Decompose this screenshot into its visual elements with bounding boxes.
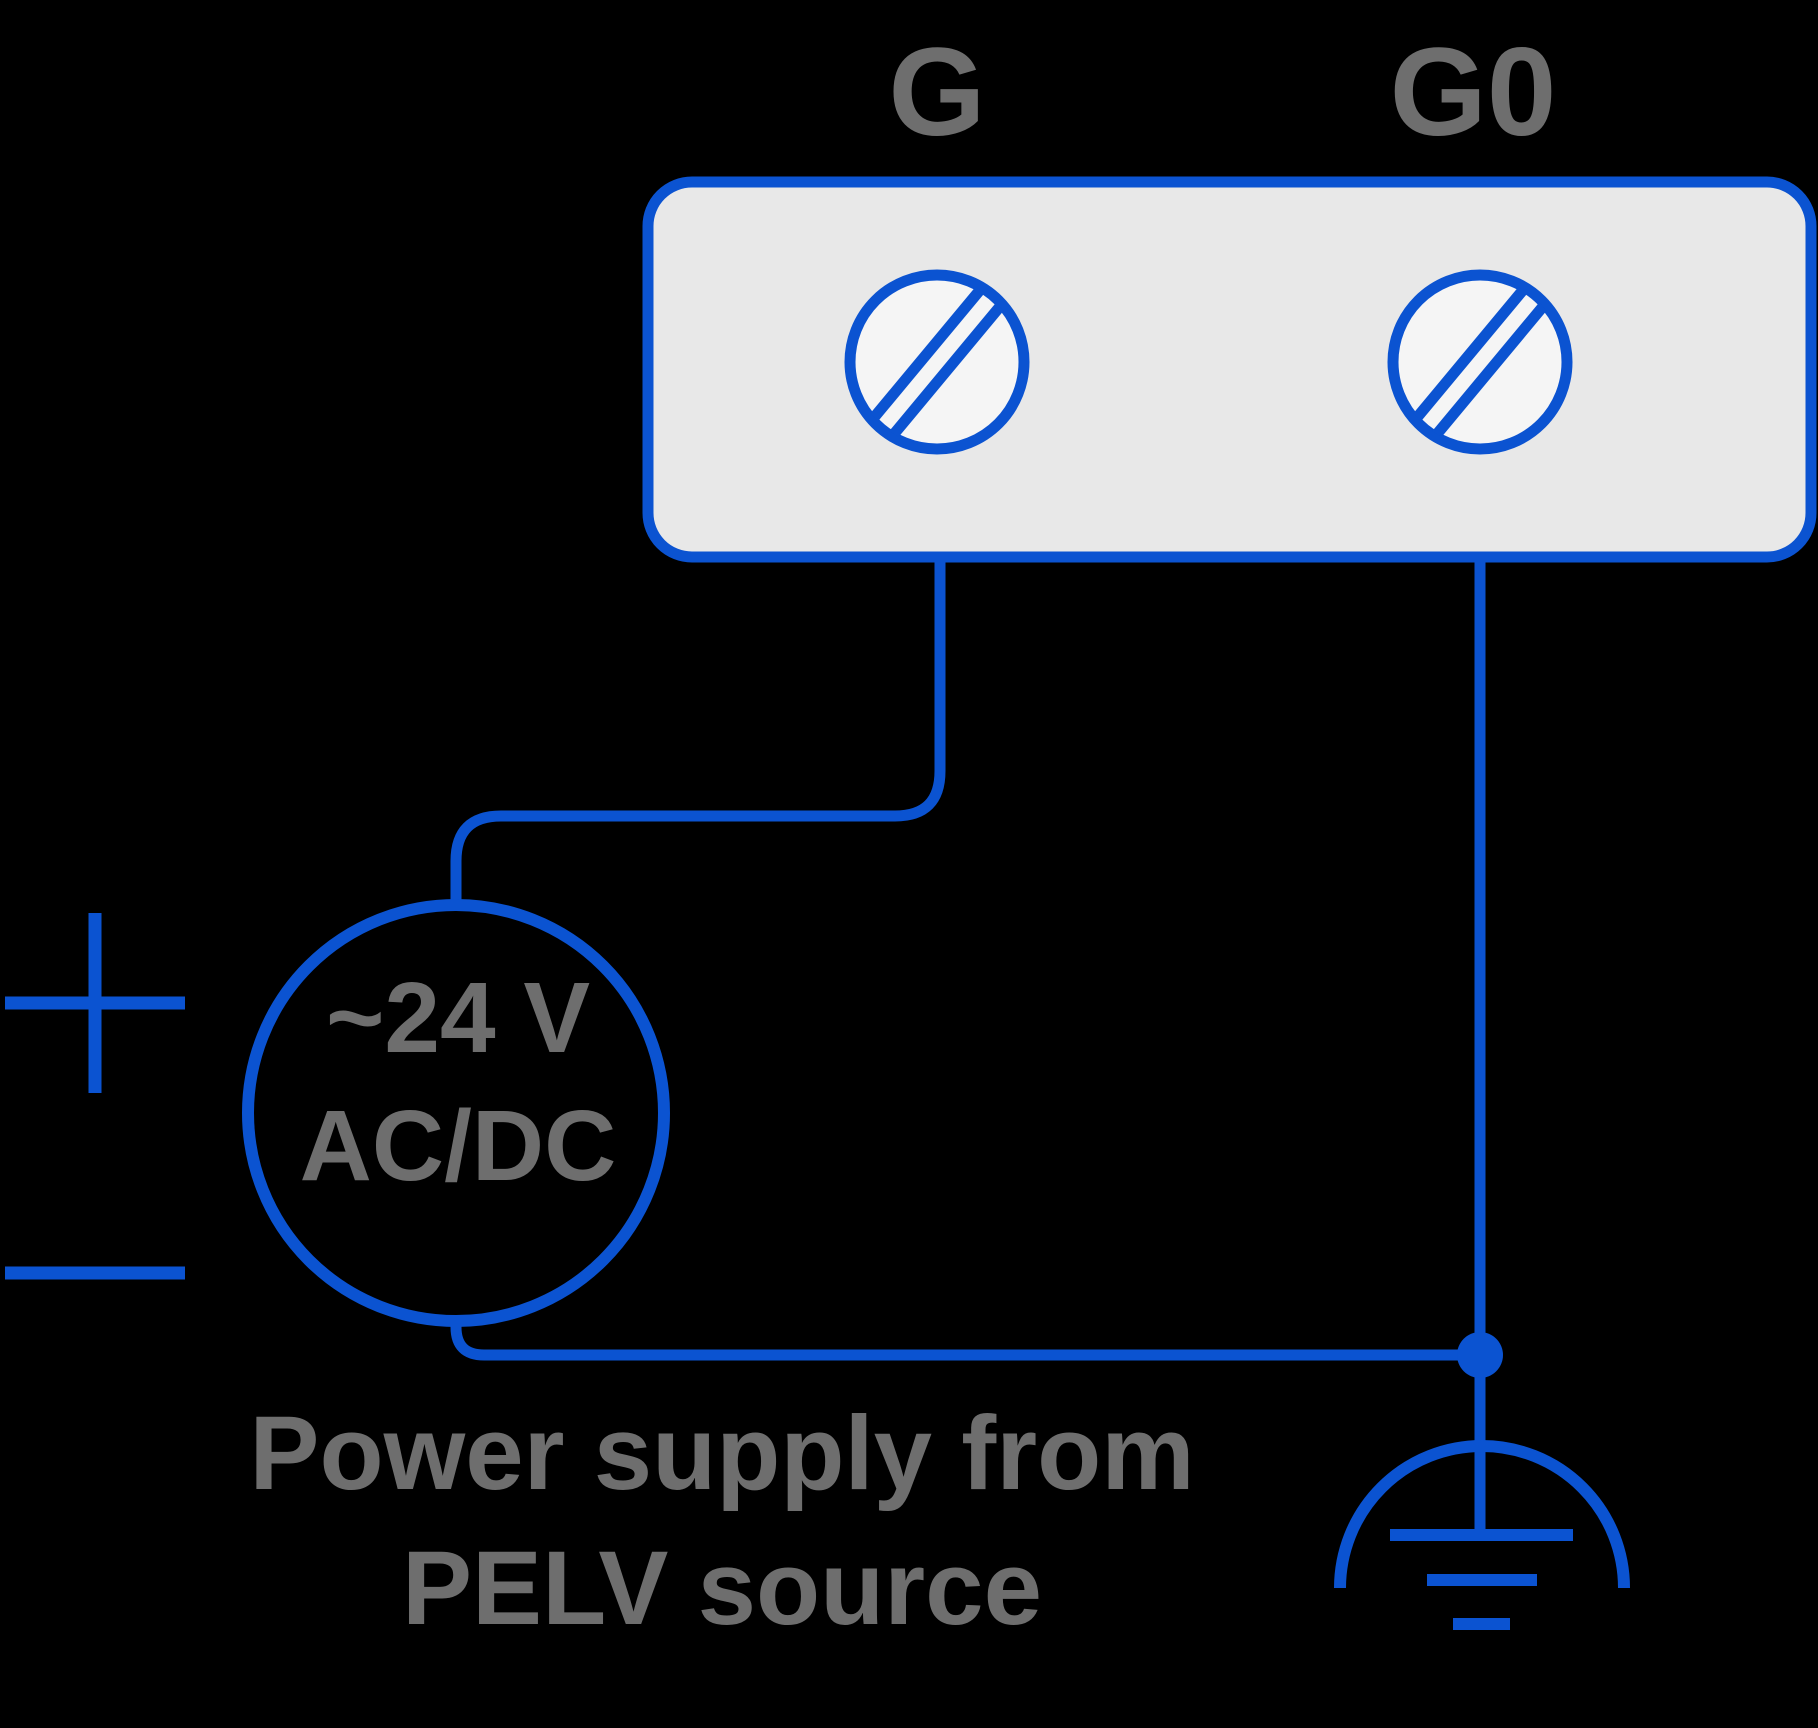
terminal-label-g0: G0: [1390, 23, 1557, 162]
terminal-block: [642, 176, 1817, 563]
wire-g-to-source: [450, 557, 946, 905]
caption-line-2: PELV source: [402, 1530, 1042, 1647]
caption-line-1: Power supply from: [249, 1395, 1194, 1512]
screw-terminal-g0-icon: [1387, 269, 1573, 455]
source-voltage-label: ~24 V: [326, 962, 590, 1074]
junction-dot: [1457, 1332, 1503, 1378]
terminal-label-g: G: [888, 23, 985, 162]
earth-ground-icon: [1334, 1440, 1630, 1630]
wire-source-to-junction: [450, 1320, 1480, 1361]
source-type-label: AC/DC: [300, 1090, 617, 1202]
plus-icon: [5, 913, 185, 1093]
screw-terminal-g-icon: [844, 269, 1030, 455]
